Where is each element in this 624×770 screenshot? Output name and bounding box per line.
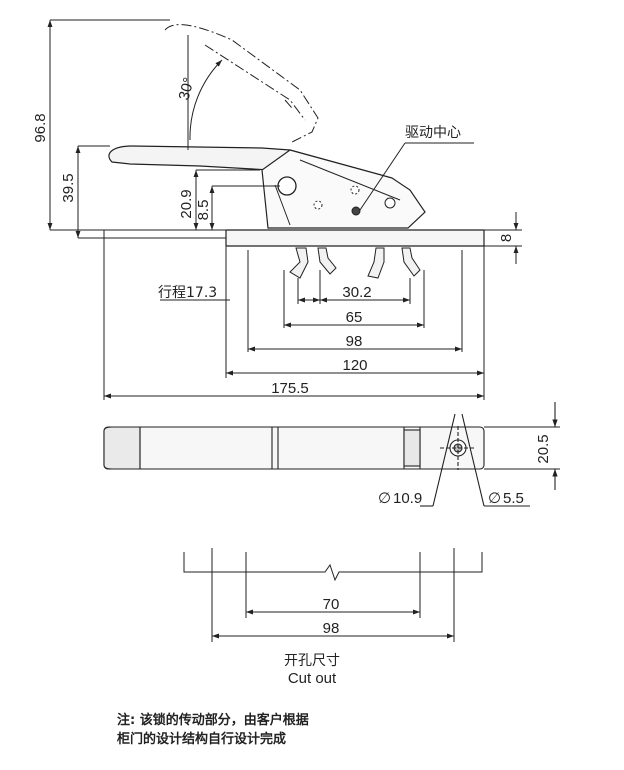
hooks <box>289 247 421 279</box>
lock-housing <box>261 149 426 229</box>
dim-dia-inner: 5.5 <box>503 490 524 507</box>
cutout-title-cn: 开孔尺寸 <box>284 653 340 669</box>
design-note: 注: 该锁的传动部分，由客户根据 柜门的设计结构自行设计完成 <box>117 711 309 749</box>
cutout-view <box>183 548 483 642</box>
dim-plate-thk: 8 <box>498 234 515 242</box>
handle-open-phantom <box>164 24 319 143</box>
cutout-labels: 70 98 <box>323 596 340 637</box>
dia-symbol-outer: ∅ <box>378 490 391 507</box>
side-view <box>47 19 522 400</box>
note-line-1: 注: 该锁的传动部分，由客户根据 <box>117 713 309 728</box>
side-view-labels: 96.8 39.5 20.9 8.5 30° 8 驱动中心 行程17.3 30.… <box>32 76 515 397</box>
cutout-title-en: Cut out <box>287 670 337 687</box>
top-view-labels: 20.5 ∅ 10.9 ∅ 5.5 <box>378 434 552 507</box>
dim-dia-outer: 10.9 <box>393 490 422 507</box>
note-line-2: 柜门的设计结构自行设计完成 <box>117 732 287 747</box>
dim-cutout-outer: 98 <box>323 620 340 637</box>
dim-65: 65 <box>346 309 363 326</box>
dim-height-open: 96.8 <box>32 113 49 142</box>
top-body <box>103 426 485 470</box>
pivot-circle <box>277 176 297 196</box>
dim-height-closed: 39.5 <box>60 173 77 202</box>
dim-angle: 30° <box>176 76 198 102</box>
top-view <box>103 402 560 507</box>
dim-98: 98 <box>346 333 363 350</box>
dim-hook-span: 30.2 <box>342 284 371 301</box>
dim-pivot-h2: 8.5 <box>195 200 212 221</box>
base-plate <box>225 229 485 247</box>
dim-overall: 175.5 <box>271 380 309 397</box>
dia-symbol-inner: ∅ <box>488 490 501 507</box>
dim-pivot-h: 20.9 <box>178 189 195 218</box>
drive-center-label: 驱动中心 <box>405 125 461 141</box>
dim-120: 120 <box>342 357 367 374</box>
dim-cutout-inner: 70 <box>323 596 340 613</box>
dim-width: 20.5 <box>535 434 552 463</box>
cutout-outline <box>183 552 483 582</box>
dim-travel: 行程17.3 <box>158 285 217 301</box>
